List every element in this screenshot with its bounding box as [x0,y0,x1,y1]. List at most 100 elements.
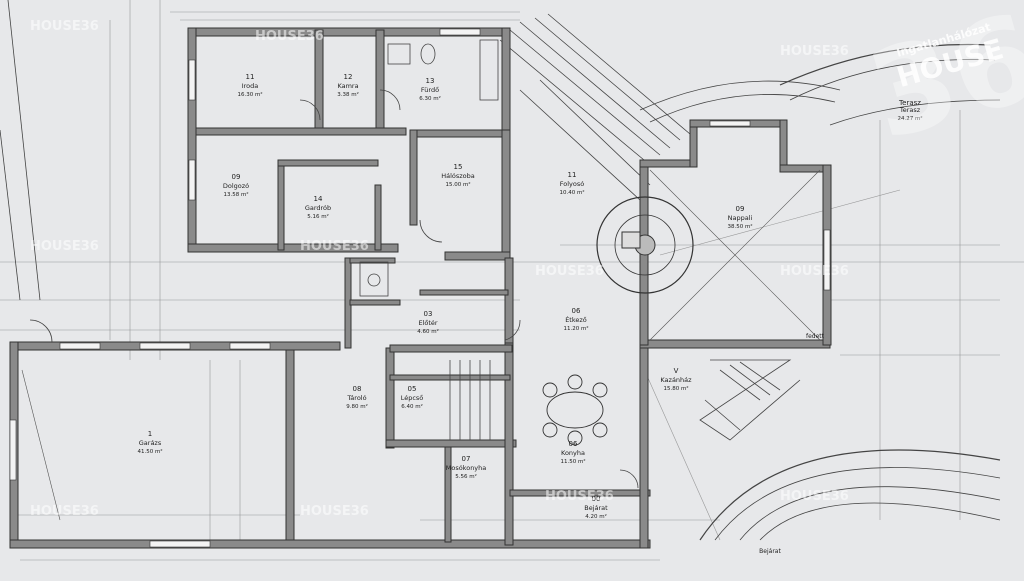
room-name-etkezo: Étkező [565,315,587,324]
door-swings [29,89,639,489]
room-num-kazan: V [674,367,679,375]
room-num-irodaszoba: 11 [246,73,255,81]
room-name-haloszoba-2: Hálószoba [441,172,475,180]
room-name-haloszoba: Dolgozó [223,182,249,190]
room-num-etkezo: 06 [572,307,581,315]
room-area-nappali: 38.50 m² [727,223,752,230]
room-name-eloter: Előtér [418,318,437,327]
watermark-text-7: HOUSE36 [300,239,369,254]
watermark-text-6: HOUSE36 [30,239,99,254]
room-name-gardrob: Gardrób [305,204,331,212]
room-num-bejarat: 00 [592,495,601,503]
room-num-hall: 11 [568,171,577,179]
room-area-tarolo: 9.80 m² [346,403,368,410]
room-name-terasz: Terasz [899,106,921,114]
room-area-gardrob: 5.16 m² [307,213,329,220]
room-area-irodaszoba: 16.30 m² [237,91,262,98]
bathroom-fixtures [359,39,499,297]
dimension-lines [0,0,1024,561]
covered-label: fedett [806,333,825,340]
watermark-text-2: HOUSE36 [255,29,324,44]
watermark-text-8: HOUSE36 [30,504,99,519]
room-area-kamra: 3.38 m² [337,91,359,98]
stair-flight-right [699,359,801,441]
room-name-nappali: Nappali [728,214,753,222]
room-area-konyha: 11.50 m² [560,458,585,465]
room-num-tarolo: 08 [353,385,362,393]
room-num-konyha: 06 [569,440,578,448]
room-name-kazan: Kazánház [660,376,692,384]
site-boundary-line [7,0,41,301]
room-name-konyha: Konyha [561,449,585,457]
room-name-bejarat: Bejárat [584,504,608,512]
room-num-mosokonyha: 07 [462,455,471,463]
dining-table [542,374,608,446]
room-name-tarolo: Tároló [346,394,366,402]
room-area-terasz: 24.27 m² [897,115,922,122]
windows [9,28,831,548]
room-area-etkezo: 11.20 m² [563,325,588,332]
room-num-lepcso: 05 [408,385,417,393]
garden-step-arcs [699,449,1001,541]
room-num-haloszoba-2: 15 [454,163,463,171]
room-diagonals [21,169,821,521]
room-name-mosokonyha: Mosókonyha [446,464,487,472]
watermarks: HOUSE36 HOUSE36 HOUSE36 HOUSE36 HOUSE36 … [30,19,849,519]
terrace-arcs [639,43,1001,126]
room-num-gardrob: 14 [314,195,323,203]
watermark-text-10: HOUSE36 [545,489,614,504]
room-area-kazan: 15.80 m² [663,385,688,392]
site-boundary-line-2 [0,129,21,301]
room-name-garazs: Garázs [139,439,162,447]
spiral-staircase [596,196,694,294]
room-area-lepcso: 6.40 m² [401,403,423,410]
room-num-eloter: 03 [424,310,433,318]
room-num-nappali: 09 [736,205,745,213]
watermark-text-11: HOUSE36 [780,489,849,504]
entrance-bottom-label: Bejárat [759,548,781,555]
room-name-lepcso: Lépcső [401,393,424,402]
room-area-haloszoba: 13.58 m² [223,191,248,198]
room-name-kamra: Kamra [337,82,358,90]
room-area-furdo: 6.30 m² [419,95,441,102]
watermark-text-4: HOUSE36 [535,264,604,279]
room-area-garazs: 41.50 m² [137,448,162,455]
room-num-haloszoba: 09 [232,173,241,181]
room-area-mosokonyha: 5.56 m² [455,473,477,480]
room-num-furdo: 13 [426,77,435,85]
room-area-haloszoba-2: 15.00 m² [445,181,470,188]
terrace-label: Terasz [898,99,921,107]
watermark-text-9: HOUSE36 [300,504,369,519]
room-num-kamra: 12 [344,73,353,81]
room-name-hall: Folyosó [560,180,584,188]
watermark-text-1: HOUSE36 [30,19,99,34]
room-area-bejarat: 4.20 m² [585,513,607,520]
watermark-text-3: HOUSE36 [780,44,849,59]
watermark-text-5: HOUSE36 [780,264,849,279]
stair-flight-middle [449,360,491,440]
room-name-furdo: Fürdő [421,85,439,94]
room-area-hall: 10.40 m² [559,189,584,196]
room-name-irodaszoba: Iroda [242,82,259,90]
